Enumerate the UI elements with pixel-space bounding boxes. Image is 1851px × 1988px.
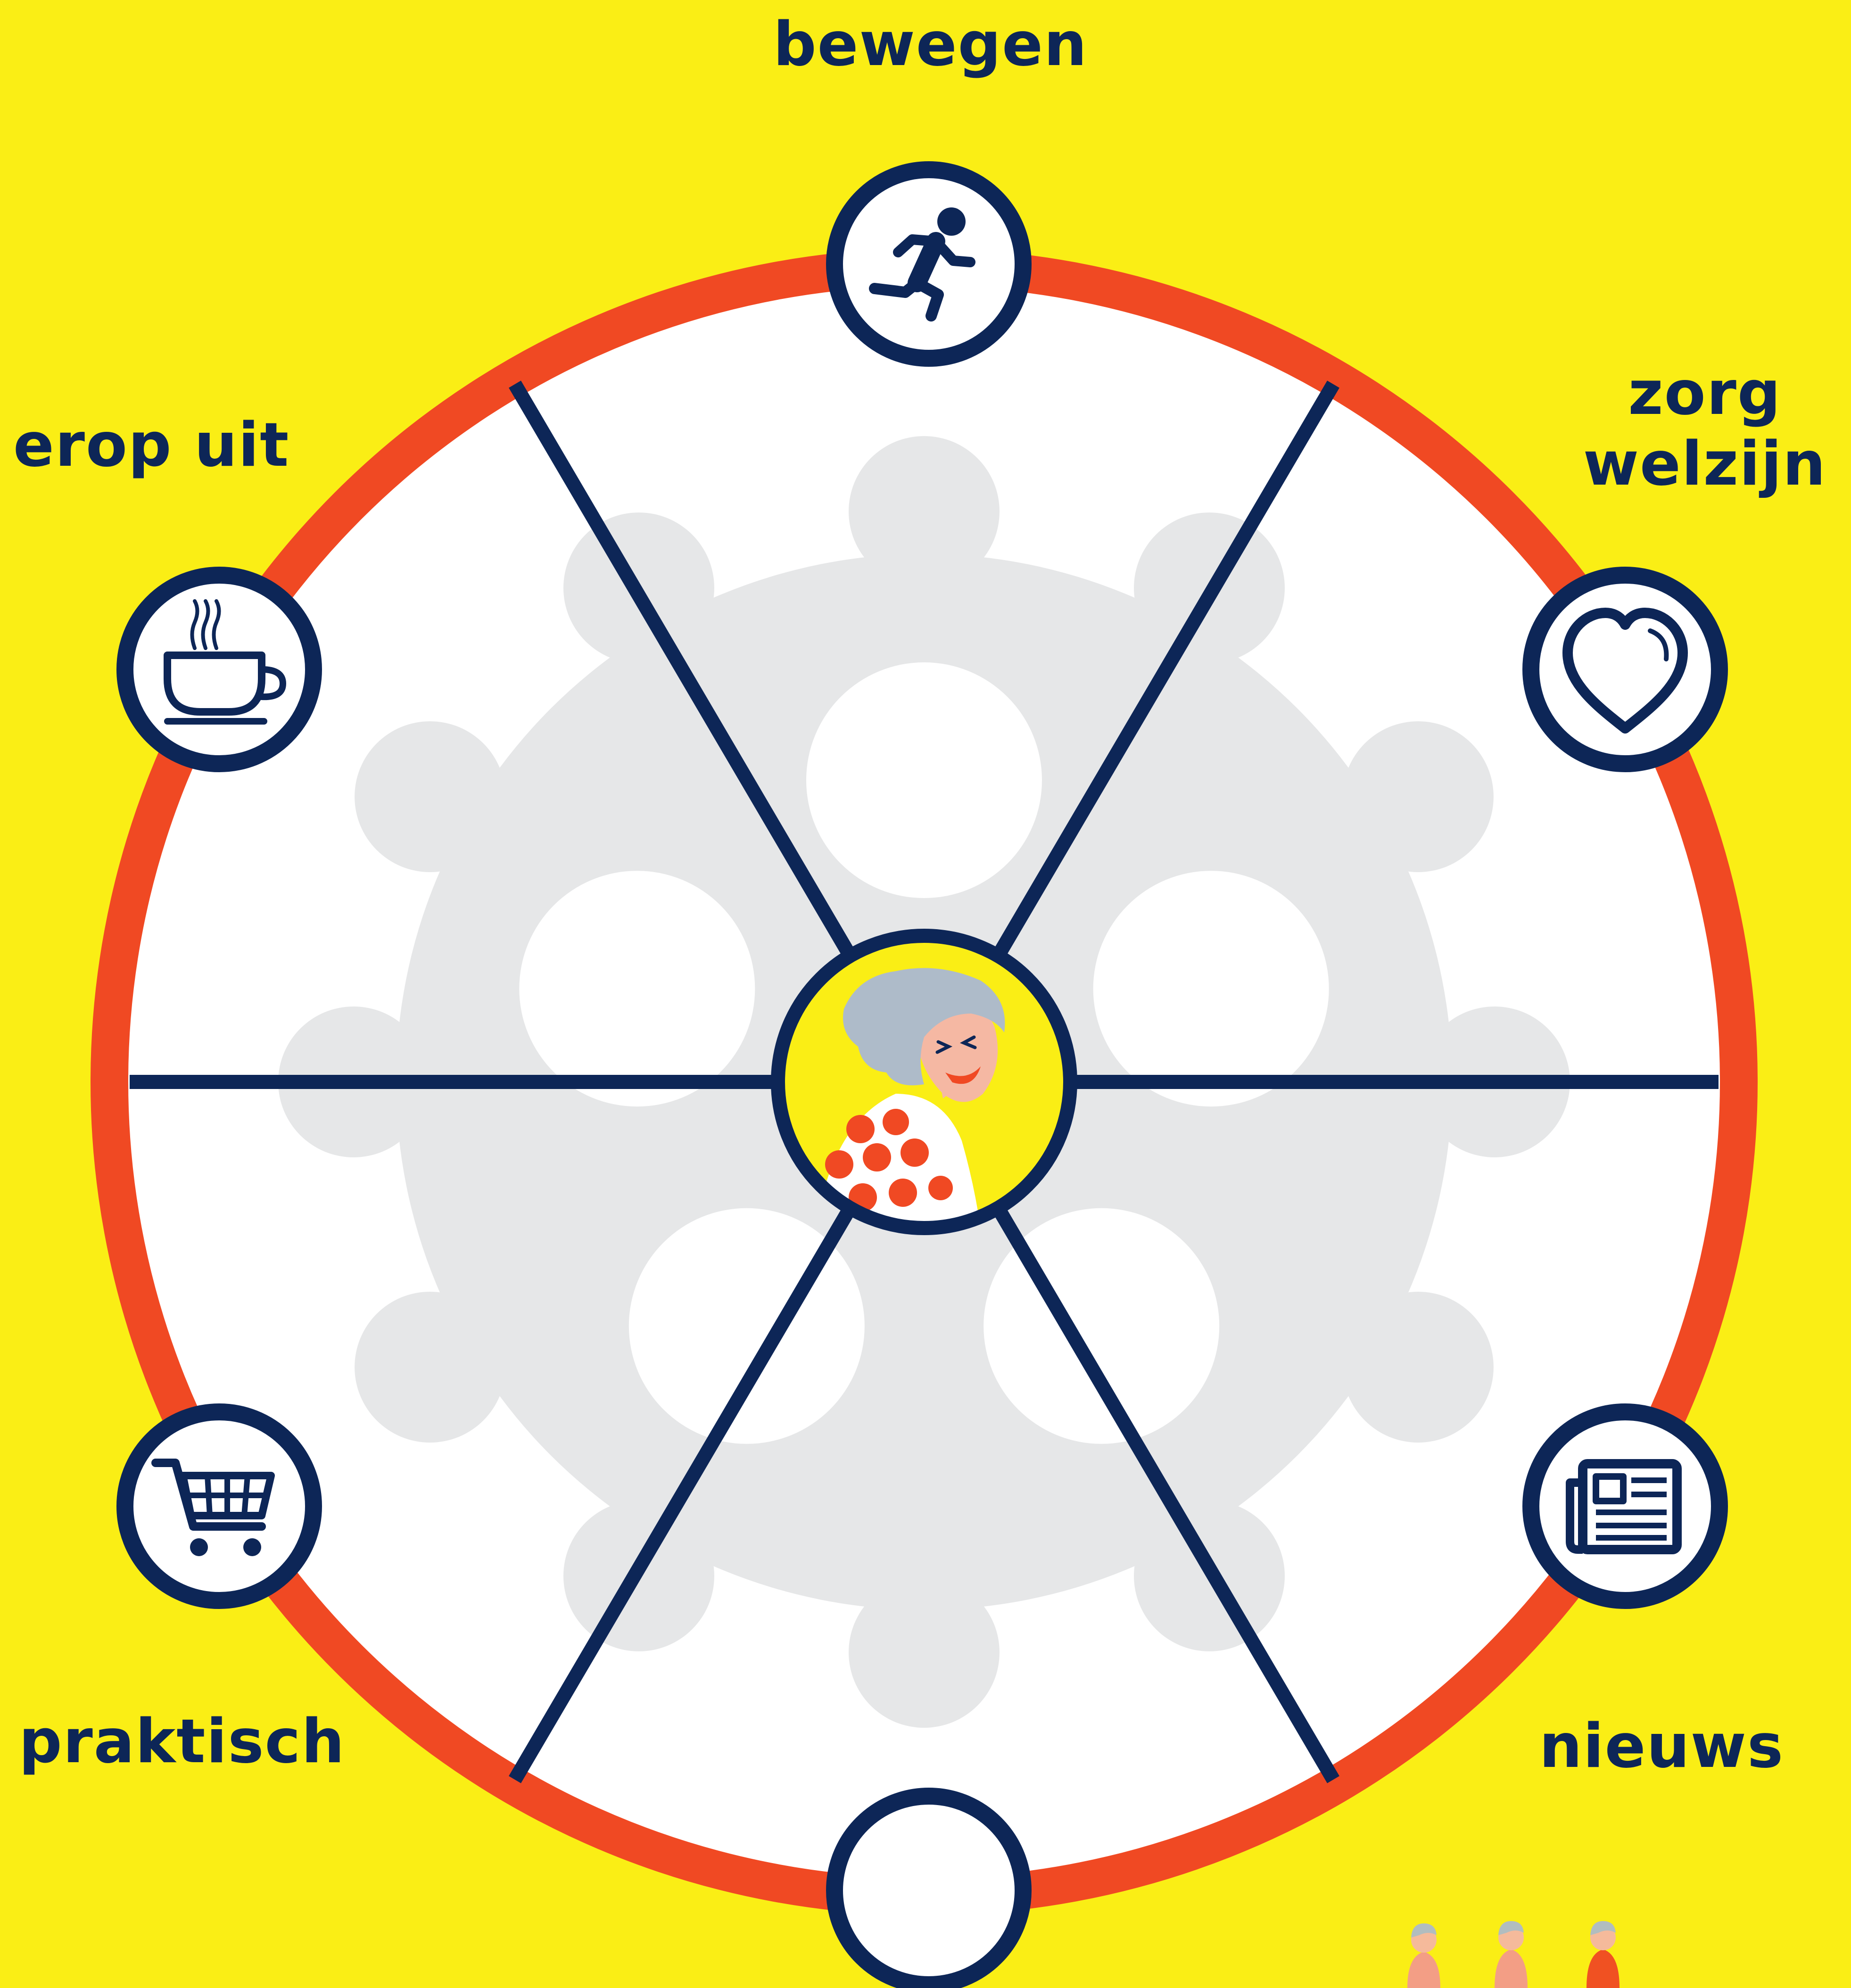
gear-tooth xyxy=(355,1292,505,1443)
label-erop-uit[interactable]: erop uit xyxy=(13,410,289,481)
label-praktisch[interactable]: praktisch xyxy=(19,1707,346,1777)
gear-tooth xyxy=(849,436,1000,587)
label-zorg-welzijn[interactable]: zorg welzijn xyxy=(1583,358,1826,500)
icon-bewegen[interactable] xyxy=(835,170,1023,358)
gear-tooth xyxy=(1343,1292,1494,1443)
label-zorg-line1: zorg xyxy=(1583,358,1826,429)
icon-zorg[interactable] xyxy=(1531,575,1719,764)
gear-hole xyxy=(1093,871,1329,1106)
gear-tooth xyxy=(355,721,505,872)
decorative-figures xyxy=(1407,1921,1620,1988)
gear-tooth xyxy=(1343,721,1494,872)
gear-hole xyxy=(806,662,1042,898)
icon-erop-uit[interactable] xyxy=(125,575,314,764)
icon-bottom-empty[interactable] xyxy=(835,1796,1023,1985)
label-nieuws[interactable]: nieuws xyxy=(1539,1711,1784,1782)
icon-nieuws[interactable] xyxy=(1531,1412,1719,1600)
label-zorg-line2: welzijn xyxy=(1583,429,1826,500)
label-bewegen[interactable]: bewegen xyxy=(773,9,1088,80)
icon-praktisch[interactable] xyxy=(125,1412,314,1600)
gear-hole xyxy=(519,871,755,1106)
gear-tooth xyxy=(849,1577,1000,1728)
